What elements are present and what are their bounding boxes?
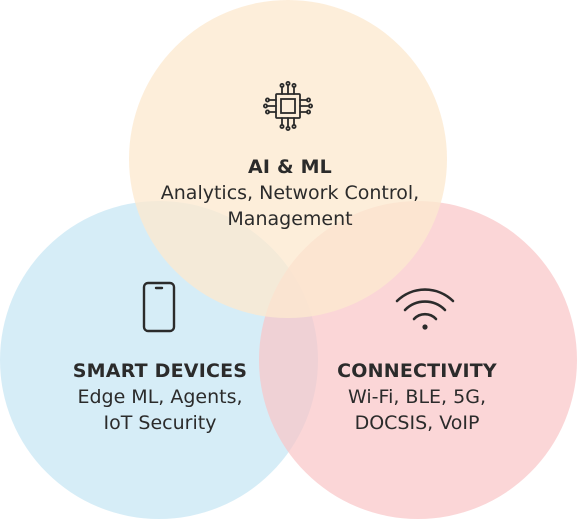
- smart-devices-title: SMART DEVICES: [72, 360, 248, 382]
- chip-icon: [262, 80, 314, 132]
- ai-ml-desc-line2: Management: [227, 208, 353, 230]
- ai-ml-label: AI & ML Analytics, Network Control, Mana…: [120, 154, 460, 232]
- ai-ml-desc-line1: Analytics, Network Control,: [160, 182, 420, 204]
- connectivity-desc-line2: DOCSIS, VoIP: [354, 412, 480, 434]
- connectivity-desc-line1: Wi-Fi, BLE, 5G,: [348, 386, 486, 408]
- ai-ml-title: AI & ML: [248, 156, 332, 178]
- connectivity-title: CONNECTIVITY: [337, 360, 497, 382]
- smart-devices-label: SMART DEVICES Edge ML, Agents, IoT Secur…: [30, 358, 290, 436]
- ai-ml-circle: [129, 0, 447, 318]
- smart-devices-desc-line2: IoT Security: [103, 412, 217, 434]
- smart-devices-desc-line1: Edge ML, Agents,: [77, 386, 243, 408]
- smartphone-icon: [142, 281, 176, 333]
- connectivity-label: CONNECTIVITY Wi-Fi, BLE, 5G, DOCSIS, VoI…: [297, 358, 537, 436]
- wifi-icon: [395, 288, 455, 330]
